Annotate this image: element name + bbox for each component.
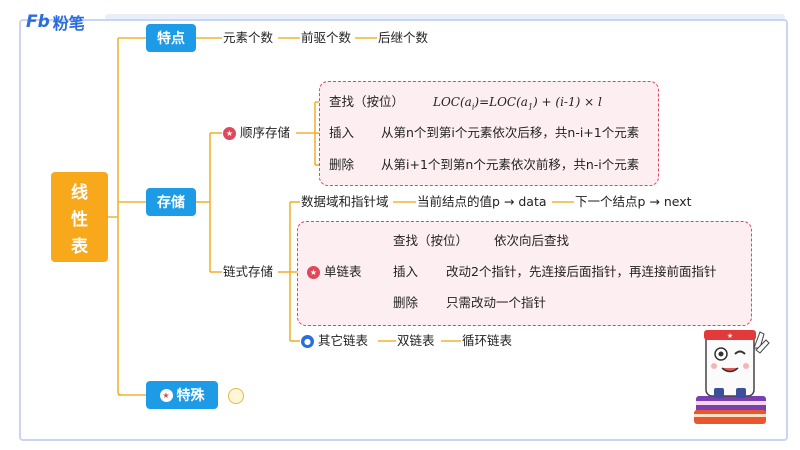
root-char-3: 表 — [71, 236, 88, 257]
feature-predecessor-count: 前驱个数 — [300, 30, 353, 46]
svg-text:★: ★ — [727, 332, 733, 340]
data-pointer-fields-node: 数据域和指针域 — [300, 194, 390, 210]
person-icon: ● — [301, 335, 314, 348]
doubly-linked-list-node: 双链表 — [396, 333, 436, 349]
sll-search-op: 查找（按位） — [392, 233, 470, 249]
singly-label: 单链表 — [324, 264, 362, 279]
root-char-1: 线 — [71, 182, 88, 203]
other-linked-lists-node: ● 其它链表 — [300, 333, 370, 349]
star-icon: ★ — [159, 388, 173, 402]
pointer-field-node: 下一个结点p → next — [574, 194, 693, 210]
seq-delete-desc: 从第i+1个到第n个元素依次前移，共n-i个元素 — [380, 157, 641, 173]
others-label: 其它链表 — [318, 333, 369, 348]
brand-name: 粉笔 — [52, 14, 85, 33]
root-char-2: 性 — [71, 209, 88, 230]
mascot-illustration: ★ — [694, 330, 770, 424]
circular-linked-list-node: 循环链表 — [461, 333, 514, 349]
special-label: 特殊 — [176, 388, 205, 404]
special-node: ★ 特殊 — [146, 381, 218, 409]
sll-delete-op: 删除 — [392, 295, 420, 311]
sll-insert-desc: 改动2个指针，先连接后面指针，再连接前面指针 — [445, 264, 718, 280]
singly-linked-node: ★ 单链表 — [306, 264, 363, 280]
features-label: 特点 — [157, 31, 185, 47]
feature-successor-count: 后继个数 — [377, 30, 430, 46]
sll-insert-op: 插入 — [392, 264, 420, 280]
sequential-storage-node: ★ 顺序存储 — [222, 125, 292, 141]
linked-storage-node: 链式存储 — [222, 264, 275, 280]
data-field-node: 当前结点的值p → data — [416, 194, 548, 210]
storage-label: 存储 — [157, 195, 185, 211]
seq-insert-desc: 从第n个到第i个元素依次后移，共n-i+1个元素 — [380, 125, 641, 141]
seq-search-formula: LOC(ai)=LOC(a1) + (i-1) × l — [432, 94, 603, 116]
seq-insert-op: 插入 — [328, 125, 356, 141]
star-icon: ★ — [223, 127, 236, 140]
features-node: 特点 — [146, 24, 196, 52]
sequential-label: 顺序存储 — [240, 125, 291, 140]
sll-delete-desc: 只需改动一个指针 — [445, 295, 548, 311]
star-icon: ★ — [307, 266, 320, 279]
root-spine — [108, 38, 122, 396]
seq-search-op: 查找（按位） — [328, 94, 406, 110]
logo-mark: Fb — [26, 12, 50, 32]
attachment-icon — [228, 388, 244, 404]
sll-search-desc: 依次向后查找 — [493, 233, 571, 249]
feature-element-count: 元素个数 — [222, 30, 275, 46]
top-accent-bar — [105, 14, 785, 20]
brand-logo: Fb 粉笔 — [26, 10, 85, 34]
root-node-linear-list: 线 性 表 — [51, 172, 108, 262]
seq-delete-op: 删除 — [328, 157, 356, 173]
storage-node: 存储 — [146, 188, 196, 216]
